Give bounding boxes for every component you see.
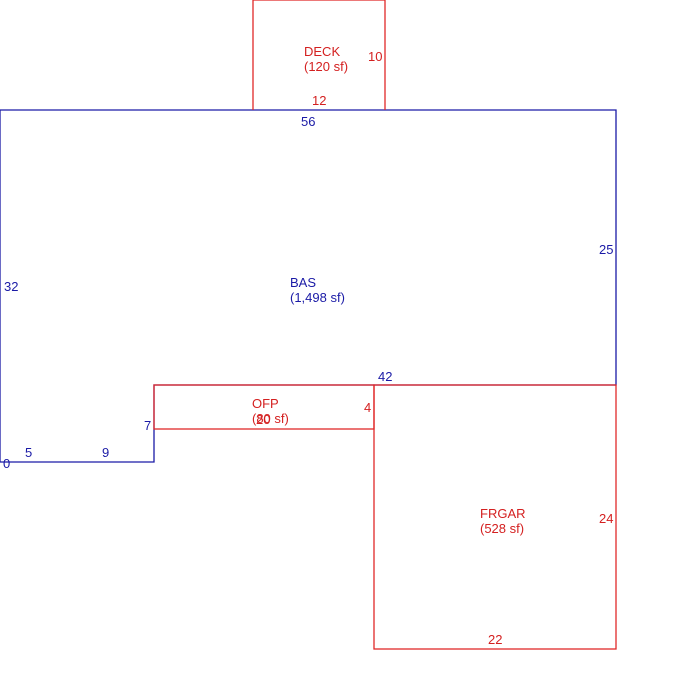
frgar-right-dimension: 24: [599, 511, 613, 526]
bottom-dimension-9: 9: [102, 445, 109, 460]
ofp-right-dimension: 4: [364, 400, 371, 415]
bas-right-dimension: 25: [599, 242, 613, 257]
bas-notch-dimension: 42: [378, 369, 392, 384]
deck-outline: [252, 0, 386, 110]
bas-name-label: BAS: [290, 275, 316, 290]
frgar-bottom-dimension: 22: [488, 632, 502, 647]
deck-right-dimension: 10: [368, 49, 382, 64]
deck-area-label: (120 sf): [304, 59, 348, 74]
ofp-left-dimension: 7: [144, 418, 151, 433]
bas-left-dimension: 32: [4, 279, 18, 294]
frgar-area-label: (528 sf): [480, 521, 524, 536]
bas-top-dimension: 56: [301, 114, 315, 129]
ofp-name-label: OFP: [252, 396, 279, 411]
frgar-name-label: FRGAR: [480, 506, 526, 521]
bottom-dimension-0: 0: [3, 456, 10, 471]
deck-name-label: DECK: [304, 44, 340, 59]
bas-area-label: (1,498 sf): [290, 290, 345, 305]
ofp-overlap-dimension: 20: [256, 412, 270, 427]
deck-bottom-dimension: 12: [312, 93, 326, 108]
bottom-dimension-5: 5: [25, 445, 32, 460]
ofp-area-label: (80 sf): [252, 411, 289, 426]
frgar-outline: [373, 384, 617, 650]
